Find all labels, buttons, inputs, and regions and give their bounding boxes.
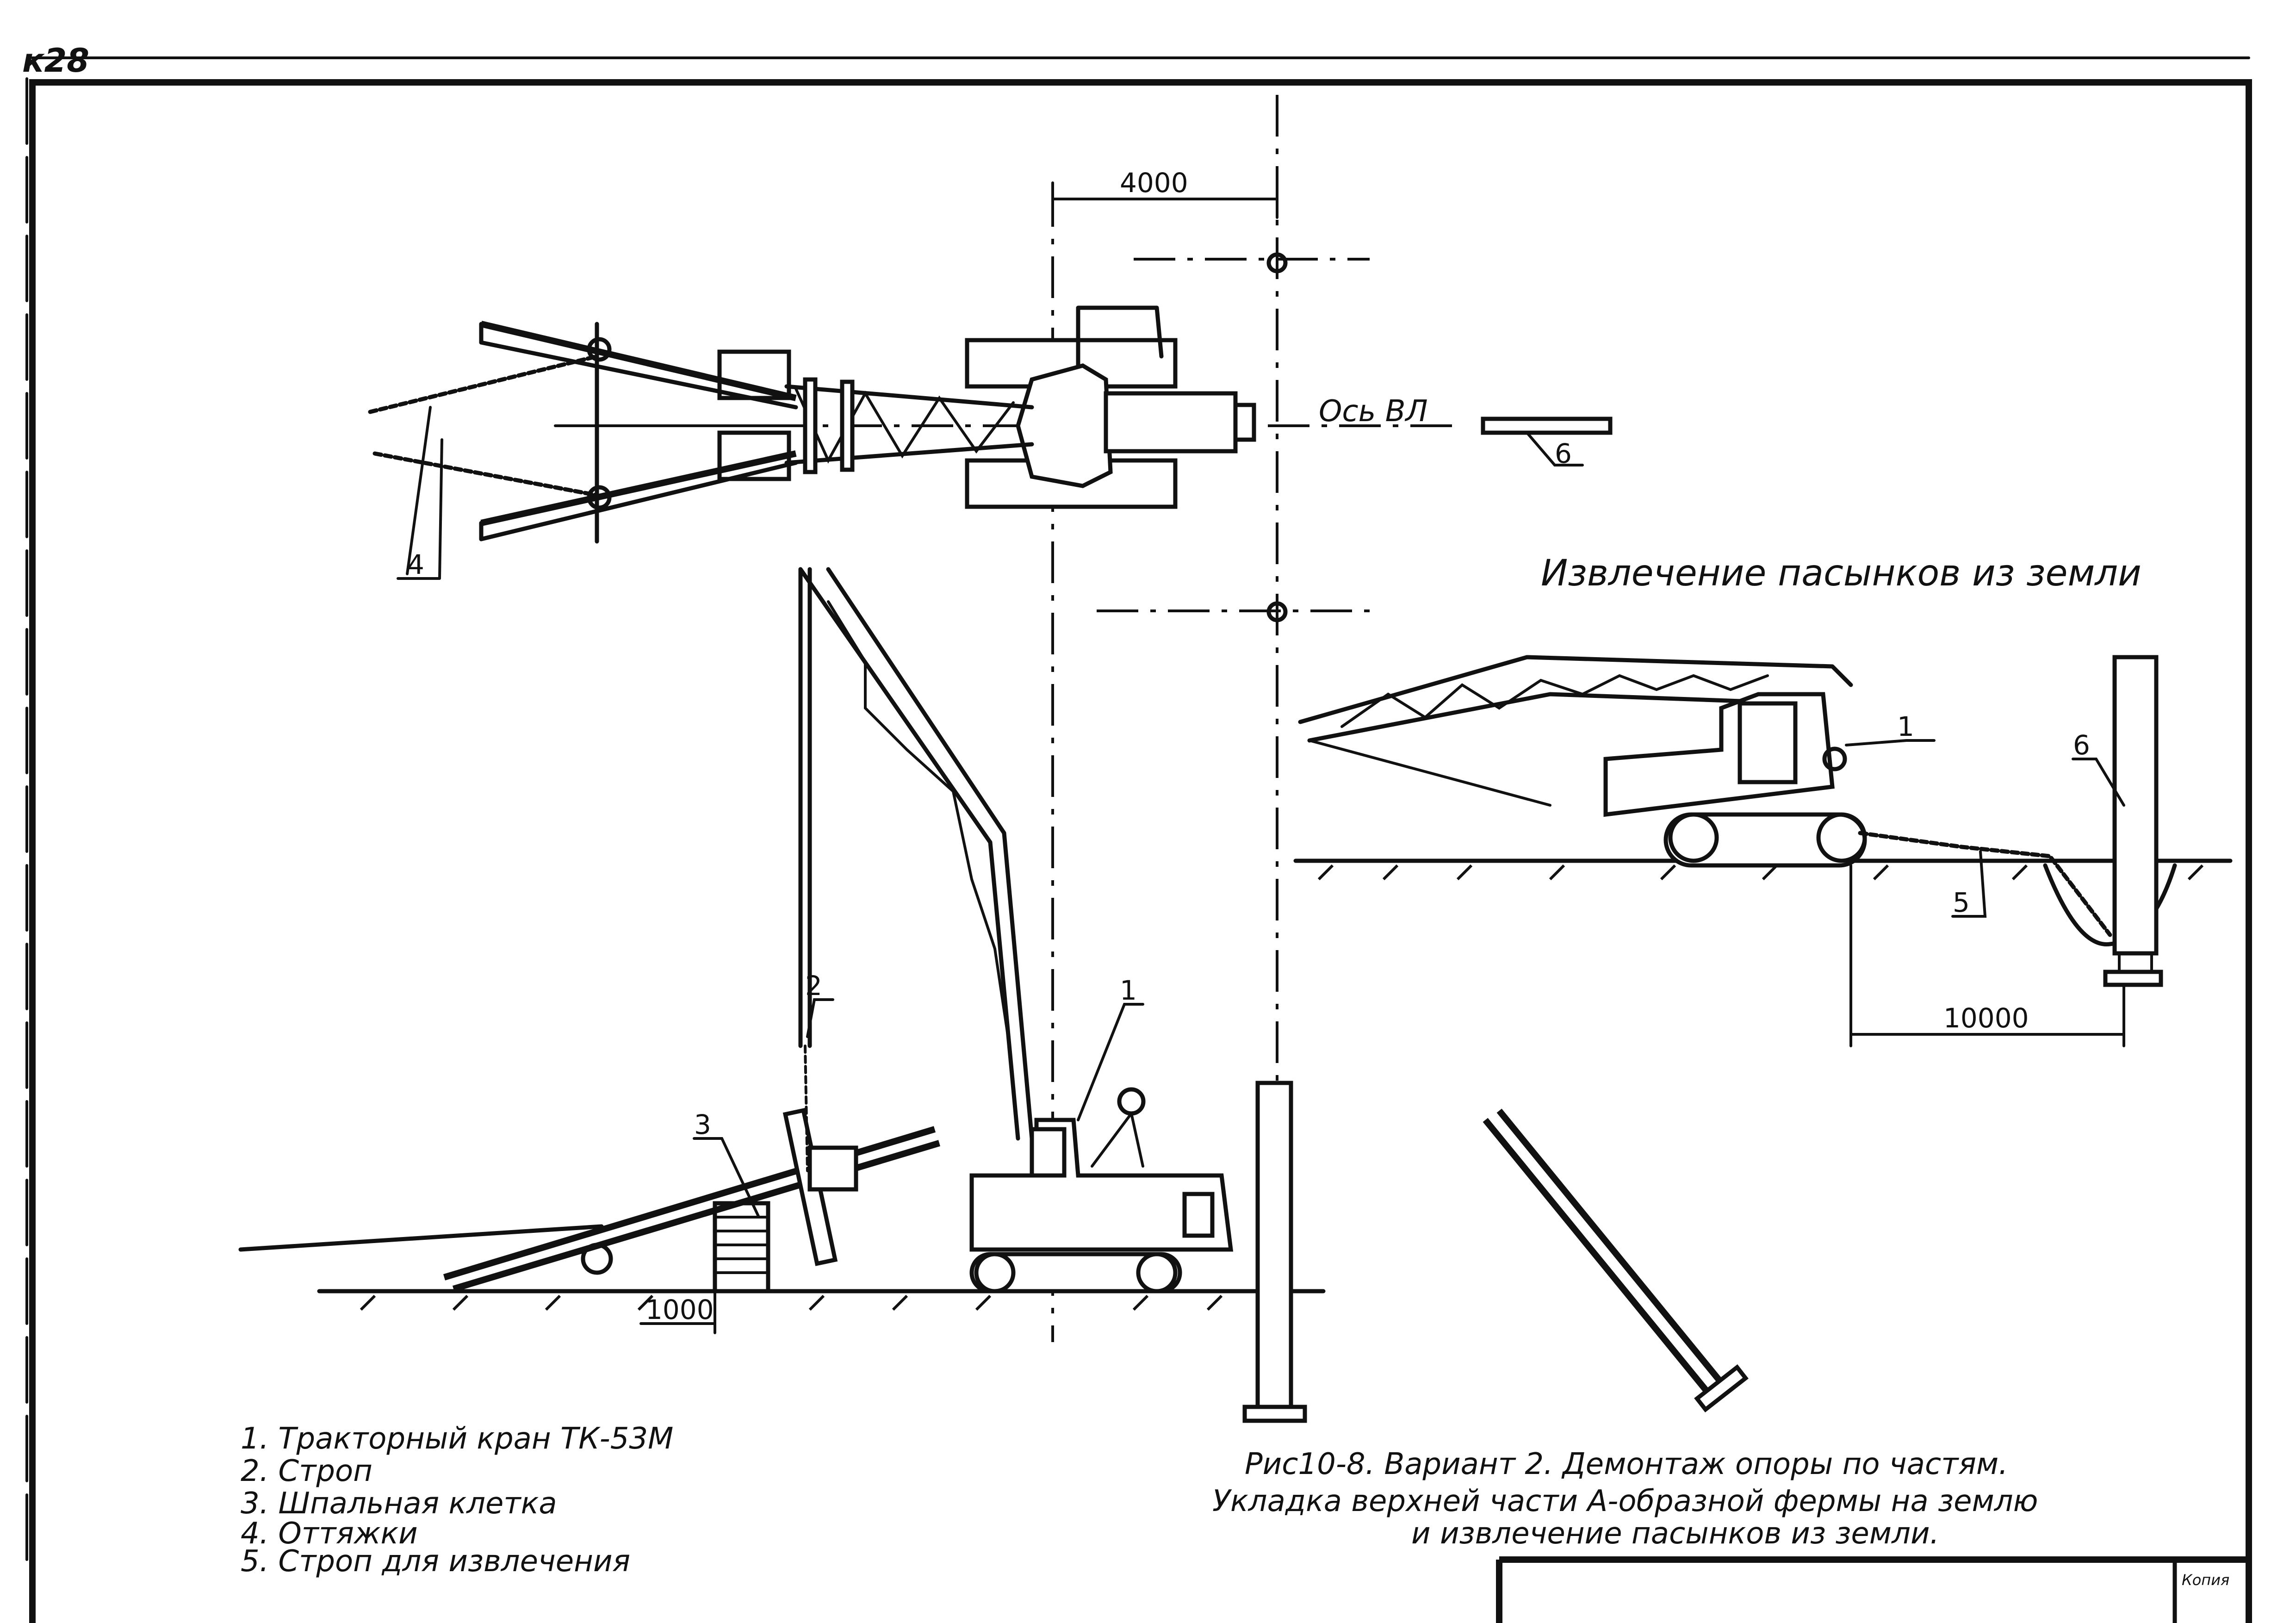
left-elevation: 1 2 3 1000: [238, 567, 1326, 1334]
caption-line-1: Рис10-8. Вариант 2. Демонтаж опоры по ча…: [1245, 1447, 2008, 1481]
dim-10000-label: 10000: [1943, 1002, 2029, 1034]
legend-item-1: 1. Тракторный кран ТК-53М: [241, 1422, 673, 1456]
extraction-view: Извлечение пасынков из земли 1 5: [1293, 553, 2233, 1047]
callout-4: 4: [407, 549, 424, 580]
dim-4000-label: 4000: [1120, 167, 1188, 199]
stamp-text: Копия: [2182, 1571, 2229, 1589]
legend-item-4: 4. Оттяжки: [241, 1517, 418, 1551]
title-block: Копия: [1496, 1556, 2249, 1623]
callout-5: 5: [1953, 887, 1970, 918]
extraction-title: Извлечение пасынков из земли: [1541, 553, 2141, 594]
figure-caption: Рис10-8. Вариант 2. Демонтаж опоры по ча…: [1212, 1447, 2038, 1551]
caption-line-2: Укладка верхней части А-образной фермы н…: [1212, 1484, 2038, 1518]
axis-label: Ось ВЛ: [1319, 394, 1428, 429]
corner-code: к28: [22, 42, 89, 80]
callout-1: 1: [1120, 975, 1137, 1006]
callout-1-extract: 1: [1897, 711, 1914, 742]
legend-item-3: 3. Шпальная клетка: [241, 1486, 557, 1521]
legend-item-5: 5. Строп для извлечения: [241, 1544, 630, 1579]
caption-line-3: и извлечение пасынков из земли.: [1411, 1517, 1939, 1551]
poles-middle: [1242, 1081, 1749, 1423]
dim-1000-label: 1000: [645, 1294, 714, 1325]
callout-6-plan: 6: [1555, 438, 1572, 469]
sheet-frame: к28: [22, 42, 2252, 1623]
dimension-4000: 4000: [1051, 167, 1278, 219]
legend-item-2: 2. Строп: [241, 1454, 372, 1488]
axis-lines: [555, 95, 1458, 1342]
callout-3: 3: [694, 1109, 711, 1140]
callout-2: 2: [805, 970, 822, 1001]
plan-view: 4 6 Ось ВЛ: [368, 305, 1613, 580]
callout-6: 6: [2073, 729, 2090, 761]
legend: 1. Тракторный кран ТК-53М 2. Строп 3. Шп…: [241, 1422, 673, 1579]
